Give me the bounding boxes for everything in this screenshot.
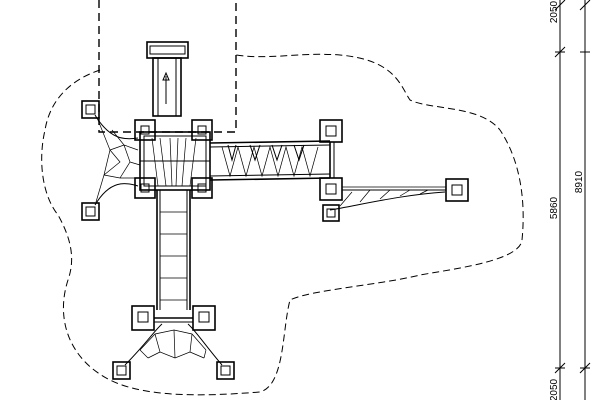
dim-label-overall: 8910 [574,170,585,193]
right-cable-net [322,178,469,222]
bottom-platform [131,305,216,331]
post-br [191,177,213,199]
post-bl [134,177,156,199]
lower-ladder [156,190,191,310]
safety-zone-outline [41,53,524,396]
upper-dashed-structure [98,0,237,133]
right-tower [319,119,343,201]
dim-label-middle: 5860 [549,196,560,219]
post-tr [191,119,213,141]
central-tower [139,131,211,191]
dimension-line [554,0,591,400]
post-tl [134,119,156,141]
dim-label-top: 2050 [549,0,560,23]
dim-label-bottom: 2050 [549,378,560,400]
bottom-net-climber [112,323,235,380]
right-bridge [209,140,331,181]
left-net-climber [81,100,141,221]
top-slide [146,41,189,117]
